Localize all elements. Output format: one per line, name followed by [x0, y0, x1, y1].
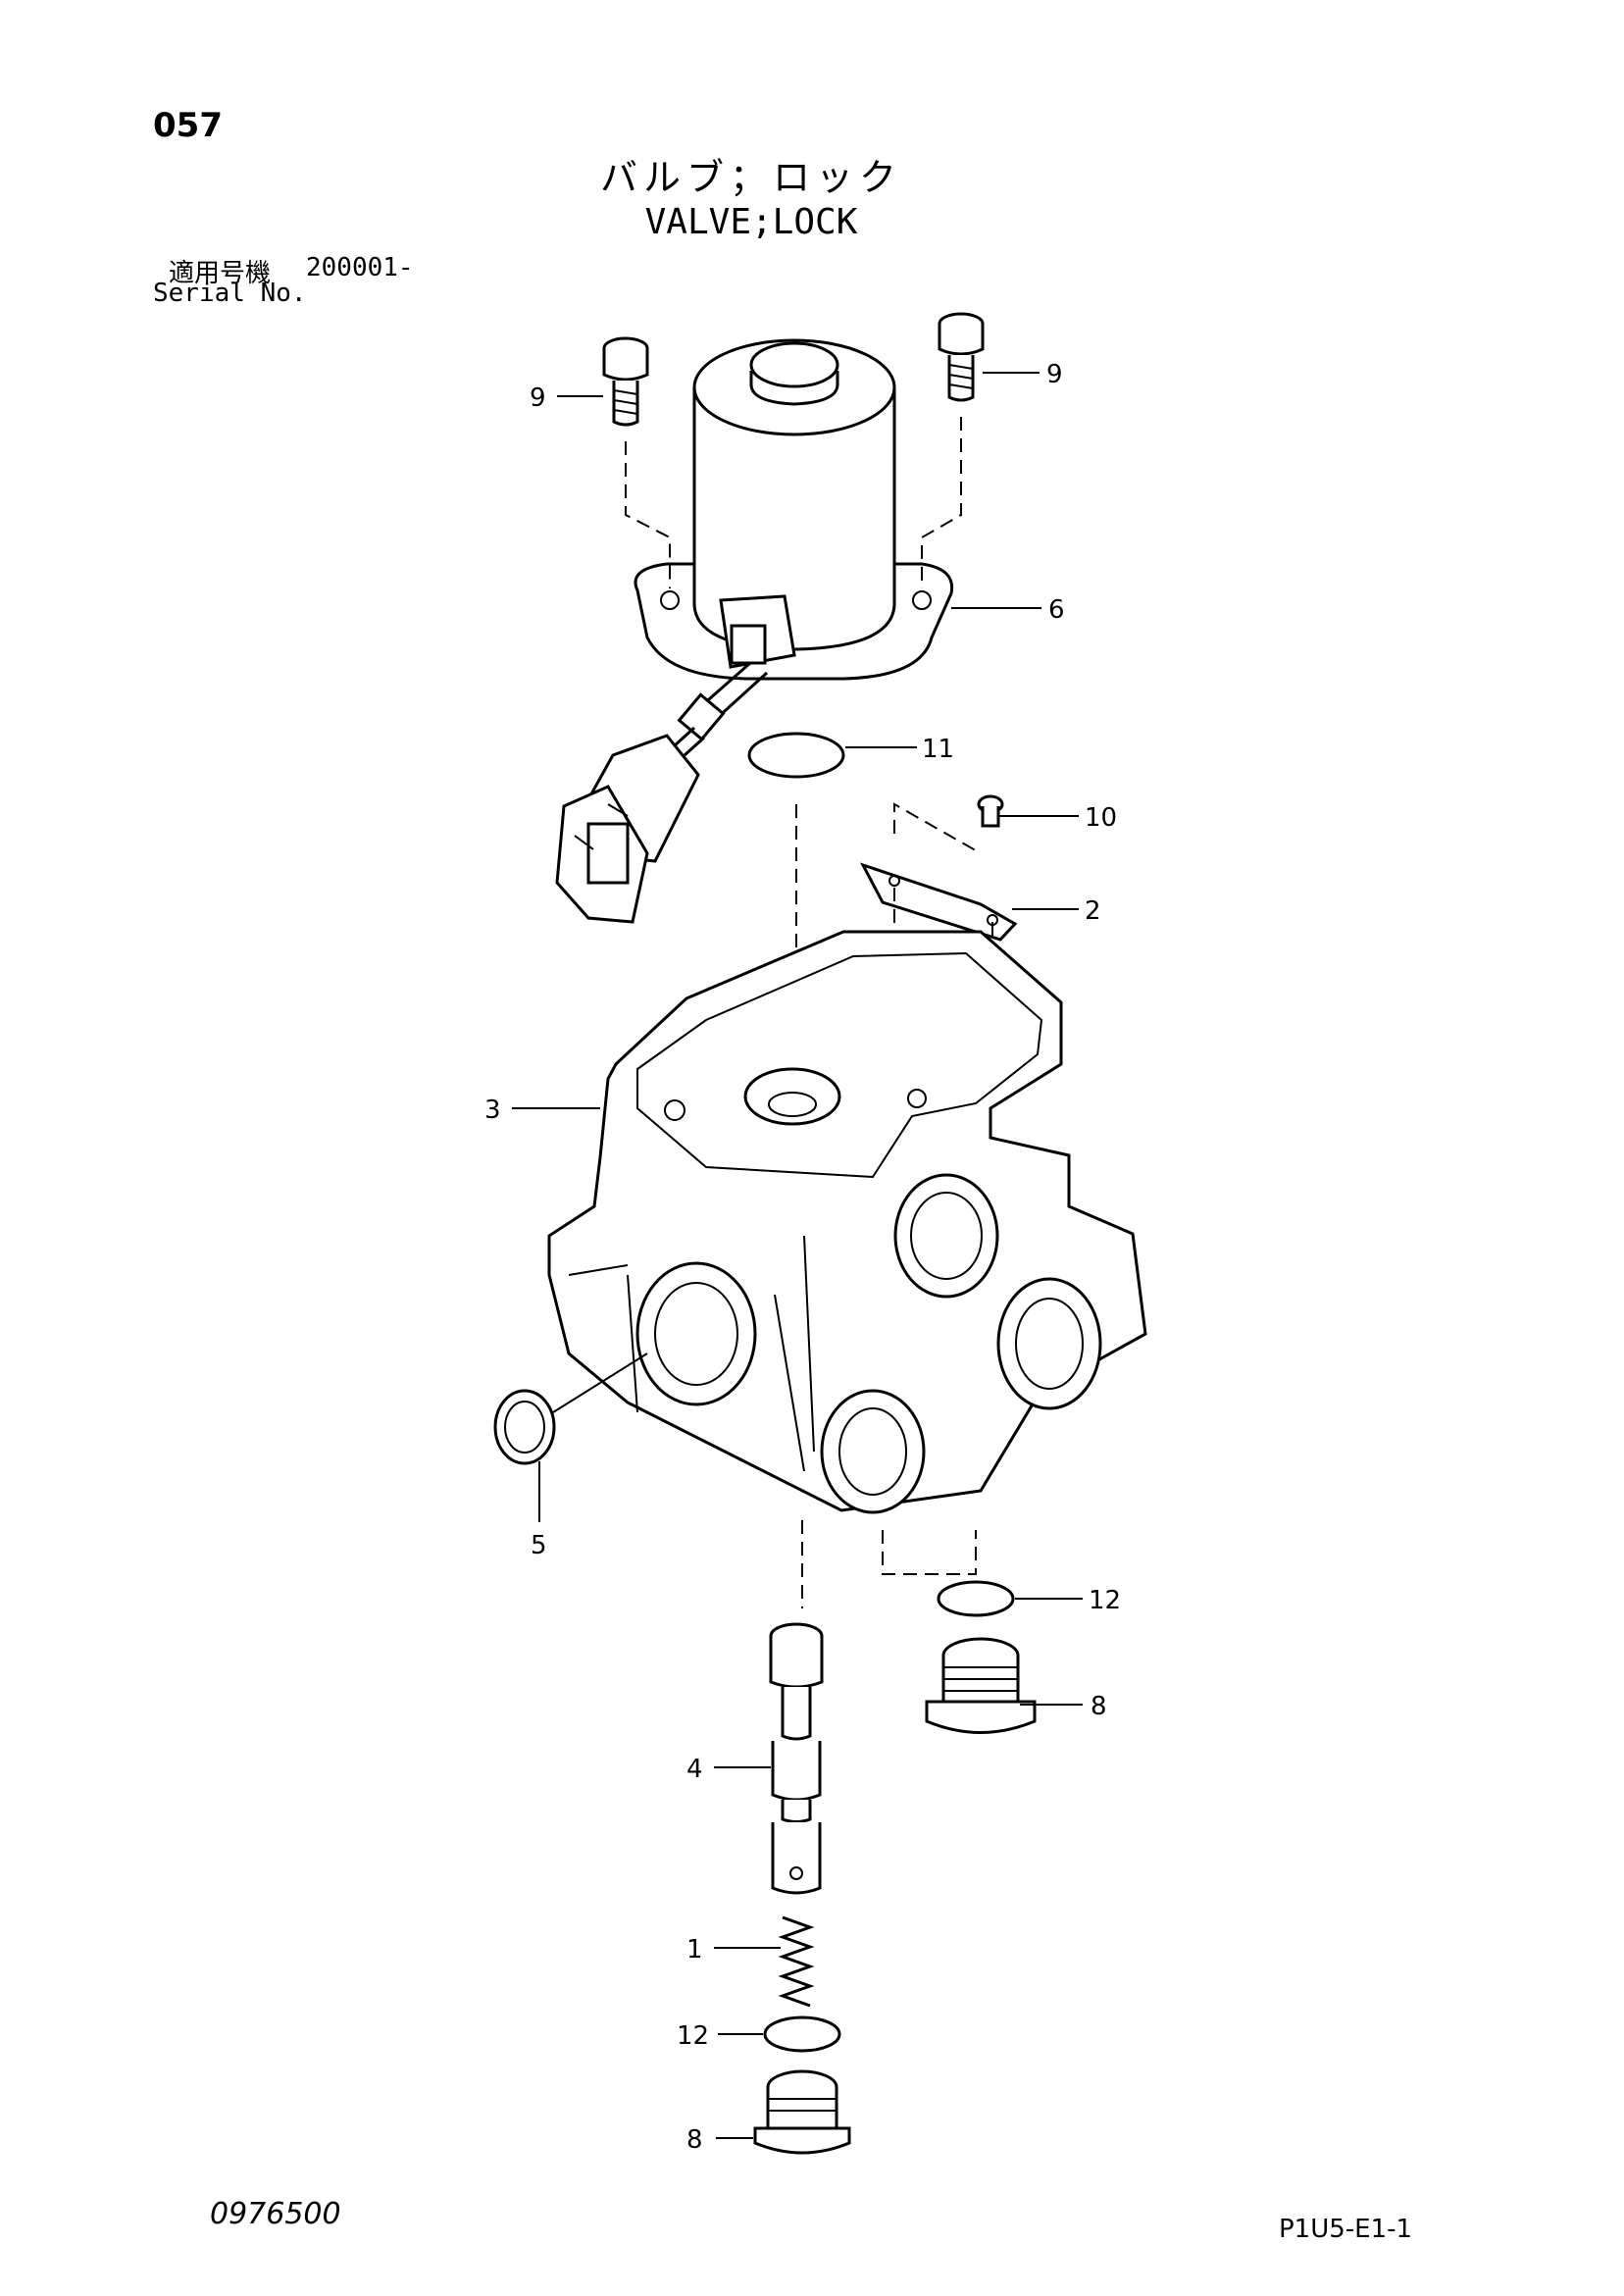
- title-english: VALVE;LOCK: [644, 202, 858, 242]
- valve-body: [547, 930, 1147, 1514]
- plate-2: [859, 862, 1018, 942]
- plug-8-upper: [925, 1637, 1037, 1734]
- serial-label-japanese: 適用号機: [169, 259, 272, 288]
- serial-value: 200001-: [306, 253, 414, 282]
- o-ring-11: [747, 732, 845, 779]
- callout-8-upper: 8: [1091, 1692, 1107, 1721]
- plug-8-lower: [753, 2069, 851, 2155]
- sheet-code: P1U5-E1-1: [1279, 2215, 1413, 2244]
- leader-lines: [512, 372, 1083, 2139]
- callout-11: 11: [922, 735, 954, 764]
- title-japanese: バルブ；ロック: [599, 156, 902, 199]
- spring-1: [778, 1915, 815, 2008]
- callout-6: 6: [1048, 595, 1065, 625]
- spool-4: [769, 1622, 824, 1895]
- o-ring-12-lower: [763, 2015, 841, 2053]
- o-ring-12-upper: [937, 1580, 1015, 1617]
- callout-9-right: 9: [1046, 360, 1063, 389]
- callout-5: 5: [531, 1531, 547, 1560]
- callout-12-upper: 12: [1089, 1586, 1121, 1615]
- callout-12-lower: 12: [677, 2021, 709, 2051]
- callout-4: 4: [686, 1755, 703, 1784]
- solenoid-assembly: [555, 338, 954, 924]
- callout-10: 10: [1085, 803, 1117, 833]
- callout-1: 1: [686, 1935, 703, 1964]
- serial-label-english: Serial No.: [153, 279, 307, 308]
- page-number: 057: [153, 106, 223, 145]
- document-code: 0976500: [210, 2197, 341, 2231]
- cap-screw-right: [938, 312, 985, 402]
- callout-3: 3: [484, 1096, 501, 1125]
- callout-2: 2: [1085, 896, 1101, 926]
- callout-9-left: 9: [530, 383, 546, 413]
- callout-8-lower: 8: [686, 2125, 703, 2155]
- plug-5: [493, 1389, 556, 1465]
- pin-10: [977, 794, 1004, 828]
- cap-screw-left: [602, 336, 649, 427]
- callout-labels: 9 9 6 11 10 2 3 5 12 8 4 1 12 8: [484, 360, 1121, 2155]
